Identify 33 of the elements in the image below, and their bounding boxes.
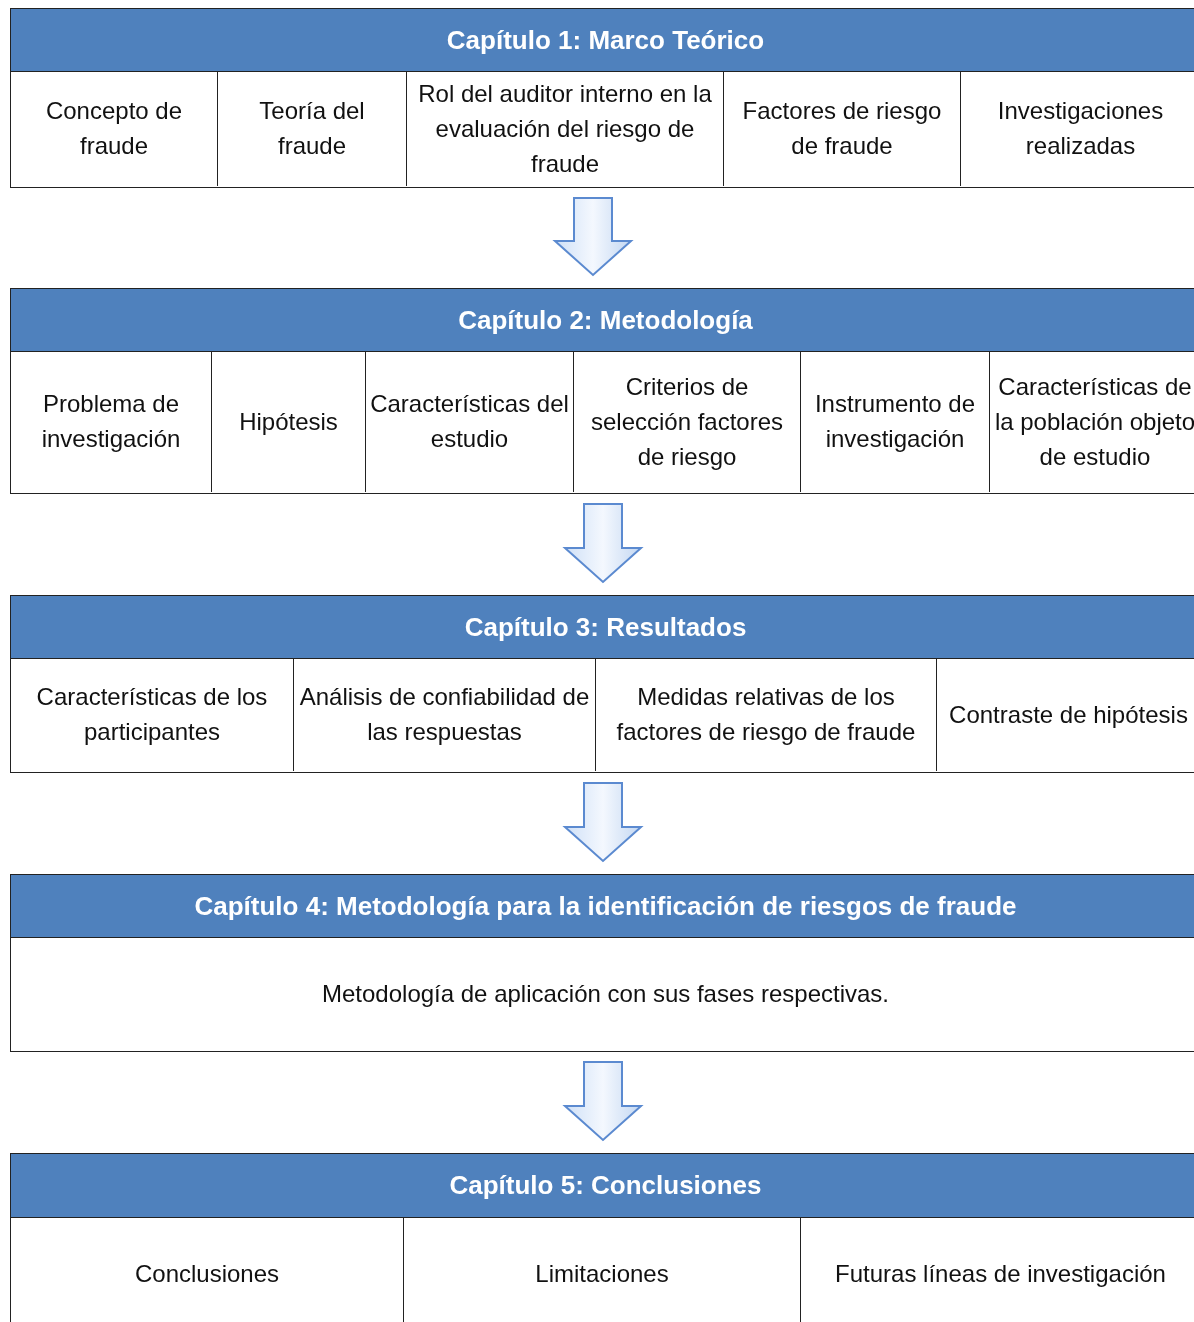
chapter-table [10, 8, 1194, 188]
topic-text: Análisis de confiabilidad de las respuestas [298, 682, 591, 748]
block-arrow [562, 1061, 644, 1142]
topic-text: Rol del auditor interno en la evaluación del riesgo de fraude [417, 78, 713, 179]
chapter-table [10, 288, 1194, 494]
topic-text: Limitaciones [534, 1259, 670, 1290]
topic-text: Instrumento de investigación [813, 389, 977, 455]
chapter-heading: Capítulo 2: Metodología [11, 289, 1194, 352]
topic-text: Características del estudio [369, 389, 570, 455]
topic-text: Hipótesis [238, 406, 339, 437]
topic-text: Investigaciones realizadas [996, 96, 1165, 162]
topic-text: Metodología de aplicación con sus fases respectivas. [321, 978, 890, 1009]
block-arrow [552, 197, 634, 277]
chapter-heading: Capítulo 3: Resultados [11, 596, 1194, 659]
chapter-table [10, 595, 1194, 773]
topic-text: Medidas relativas de los factores de riesgo de fraude [615, 682, 917, 748]
chapter-heading: Capítulo 4: Metodología para la identificación de riesgos de fraude [11, 875, 1194, 938]
topic-text: Problema de investigación [40, 389, 182, 455]
topic-text: Factores de riesgo de fraude [741, 96, 943, 162]
topic-text: Características de la población objeto de estudio [993, 371, 1194, 472]
topic-text: Criterios de selección factores de riesgo [589, 371, 785, 472]
topic-text: Contraste de hipótesis [948, 699, 1189, 730]
chapter-heading: Capítulo 1: Marco Teórico [11, 9, 1194, 72]
chapter-heading: Capítulo 5: Conclusiones [11, 1154, 1194, 1218]
topic-text: Concepto de fraude [44, 96, 184, 162]
topic-text: Características de los participantes [35, 682, 269, 748]
topic-text: Conclusiones [133, 1259, 281, 1290]
topic-text: Teoría del fraude [258, 96, 366, 162]
chapter-table [10, 1153, 1194, 1322]
block-arrow [562, 782, 644, 863]
chapter-table [10, 874, 1194, 1052]
block-arrow [562, 503, 644, 584]
topic-text: Futuras líneas de investigación [834, 1259, 1167, 1290]
